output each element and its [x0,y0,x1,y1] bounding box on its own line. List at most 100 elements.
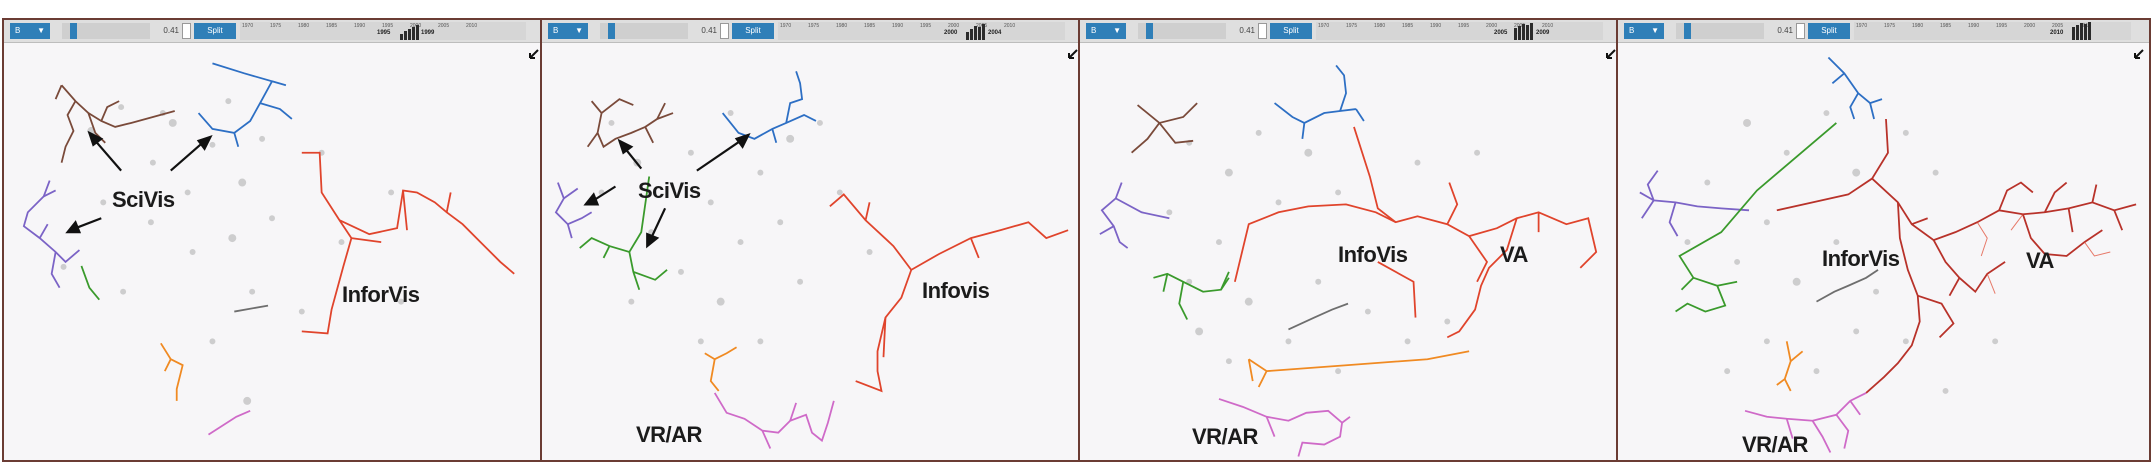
year-timeline[interactable]: 1970 1975 1980 1985 1990 1995 2000 2005 … [1316,22,1603,40]
split-button[interactable]: Split [1808,23,1850,39]
cluster-pink [713,392,835,449]
cluster-label-vrar: VR/AR [1192,424,1258,449]
chevron-down-icon: ▼ [1113,26,1121,35]
timeline-tick: 1990 [354,23,366,29]
cluster-pink [1744,392,1867,453]
timeline-tick: 1995 [382,23,394,29]
cluster-pink [208,410,251,436]
timeline-tick: 2005 [2052,23,2064,29]
timeline-tick: 1985 [864,23,876,29]
timeline-tick: 1970 [780,23,792,29]
cluster-gray [1288,302,1349,331]
dropdown-value: B [15,26,21,35]
slider-thumb[interactable] [1684,23,1691,39]
network-plot[interactable] [4,42,544,462]
cluster-label-vrar: VR/AR [636,422,702,447]
background-nodes [1684,110,1999,394]
layout-dropdown[interactable]: B▼ [10,23,50,39]
cluster-purple [554,182,593,239]
range-end: 2004 [988,30,1002,36]
year-bar [2084,24,2087,40]
timeline-tick: 2005 [438,23,450,29]
network-plot[interactable] [1080,42,1621,462]
graph-panel-3: B▼ 0.41 Split 1970 1975 1980 1985 1990 1… [1078,18,1623,462]
timeline-tick: 1995 [920,23,932,29]
toolbar: B▼ 0.41 Split 1970 1975 1980 1985 1990 1… [1080,20,1621,43]
cluster-orange [704,346,738,392]
range-start: 2010 [2050,30,2064,36]
background-nodes [60,98,405,405]
chevron-down-icon: ▼ [1651,26,1659,35]
year-bar [974,26,977,40]
year-bar [978,27,981,40]
year-bar [982,24,985,40]
year-bar [2080,23,2083,40]
timeline-tick: 1980 [298,23,310,29]
timeline-tick: 1990 [1430,23,1442,29]
split-button[interactable]: Split [1270,23,1312,39]
range-end: 2009 [1536,30,1550,36]
cluster-purple [1099,182,1170,249]
cluster-label-infovis: InforVis [342,282,420,307]
year-bar [416,25,419,40]
timeline-tick: 2000 [948,23,960,29]
layout-dropdown[interactable]: B▼ [548,23,588,39]
cluster-blue [197,62,293,148]
year-bar [408,29,411,40]
threshold-slider[interactable] [1138,23,1226,39]
cluster-label-infovis: InforVis [1822,246,1900,271]
cluster-brown [1131,102,1198,154]
year-timeline[interactable]: 1970 1975 1980 1985 1990 1995 2000 2005 … [240,22,526,40]
layout-dropdown[interactable]: B▼ [1624,23,1664,39]
graph-panel-2: B▼ 0.41 Split 1970 1975 1980 1985 1990 1… [540,18,1085,462]
range-start: 1995 [377,30,391,36]
cluster-green [1153,271,1230,320]
year-bar [966,32,969,40]
toggle-checkbox[interactable] [1796,23,1805,39]
slider-thumb[interactable] [1146,23,1153,39]
cluster-red [829,193,1069,393]
timeline-tick: 2010 [466,23,478,29]
layout-dropdown[interactable]: B▼ [1086,23,1126,39]
cluster-orange [160,342,184,401]
toolbar: B▼ 0.41 Split 1970 1975 1980 1985 1990 1… [4,20,544,43]
graph-panel-1: B▼ 0.41 Split 1970 1975 1980 1985 1990 1… [2,18,546,462]
network-plot[interactable] [542,42,1083,462]
timeline-tick: 1985 [326,23,338,29]
toggle-checkbox[interactable] [720,23,729,39]
network-plot[interactable] [1618,42,2149,462]
year-timeline[interactable]: 1970 1975 1980 1985 1990 1995 2000 2005 … [778,22,1065,40]
year-bar [970,29,973,40]
year-bar [404,31,407,40]
dropdown-value: B [1091,26,1097,35]
timeline-tick: 1975 [270,23,282,29]
cursor-icon [1606,49,1616,59]
threshold-slider[interactable] [62,23,150,39]
threshold-slider[interactable] [600,23,688,39]
timeline-tick: 1985 [1402,23,1414,29]
cluster-pink [1218,398,1351,457]
timeline-tick: 1985 [1940,23,1952,29]
background-nodes [1166,129,1481,375]
split-button[interactable]: Split [732,23,774,39]
slider-thumb[interactable] [70,23,77,39]
slider-thumb[interactable] [608,23,615,39]
range-start: 2005 [1494,30,1508,36]
toggle-checkbox[interactable] [1258,23,1267,39]
timeline-tick: 1970 [1318,23,1330,29]
cluster-red [1776,118,2137,394]
cursor-icon [529,49,539,59]
timeline-tick: 1980 [1374,23,1386,29]
background-nodes [598,110,873,345]
split-button[interactable]: Split [194,23,236,39]
cluster-gray [1816,269,1879,303]
toggle-checkbox[interactable] [182,23,191,39]
timeline-tick: 1970 [242,23,254,29]
timeline-tick: 1990 [1968,23,1980,29]
slider-value: 0.41 [163,26,179,35]
year-timeline[interactable]: 1970 1975 1980 1985 1990 1995 2000 2005 … [1854,22,2131,40]
cluster-label-va: VA [1500,242,1528,267]
cluster-label-infovis: Infovis [922,278,990,303]
chevron-down-icon: ▼ [575,26,583,35]
threshold-slider[interactable] [1676,23,1764,39]
